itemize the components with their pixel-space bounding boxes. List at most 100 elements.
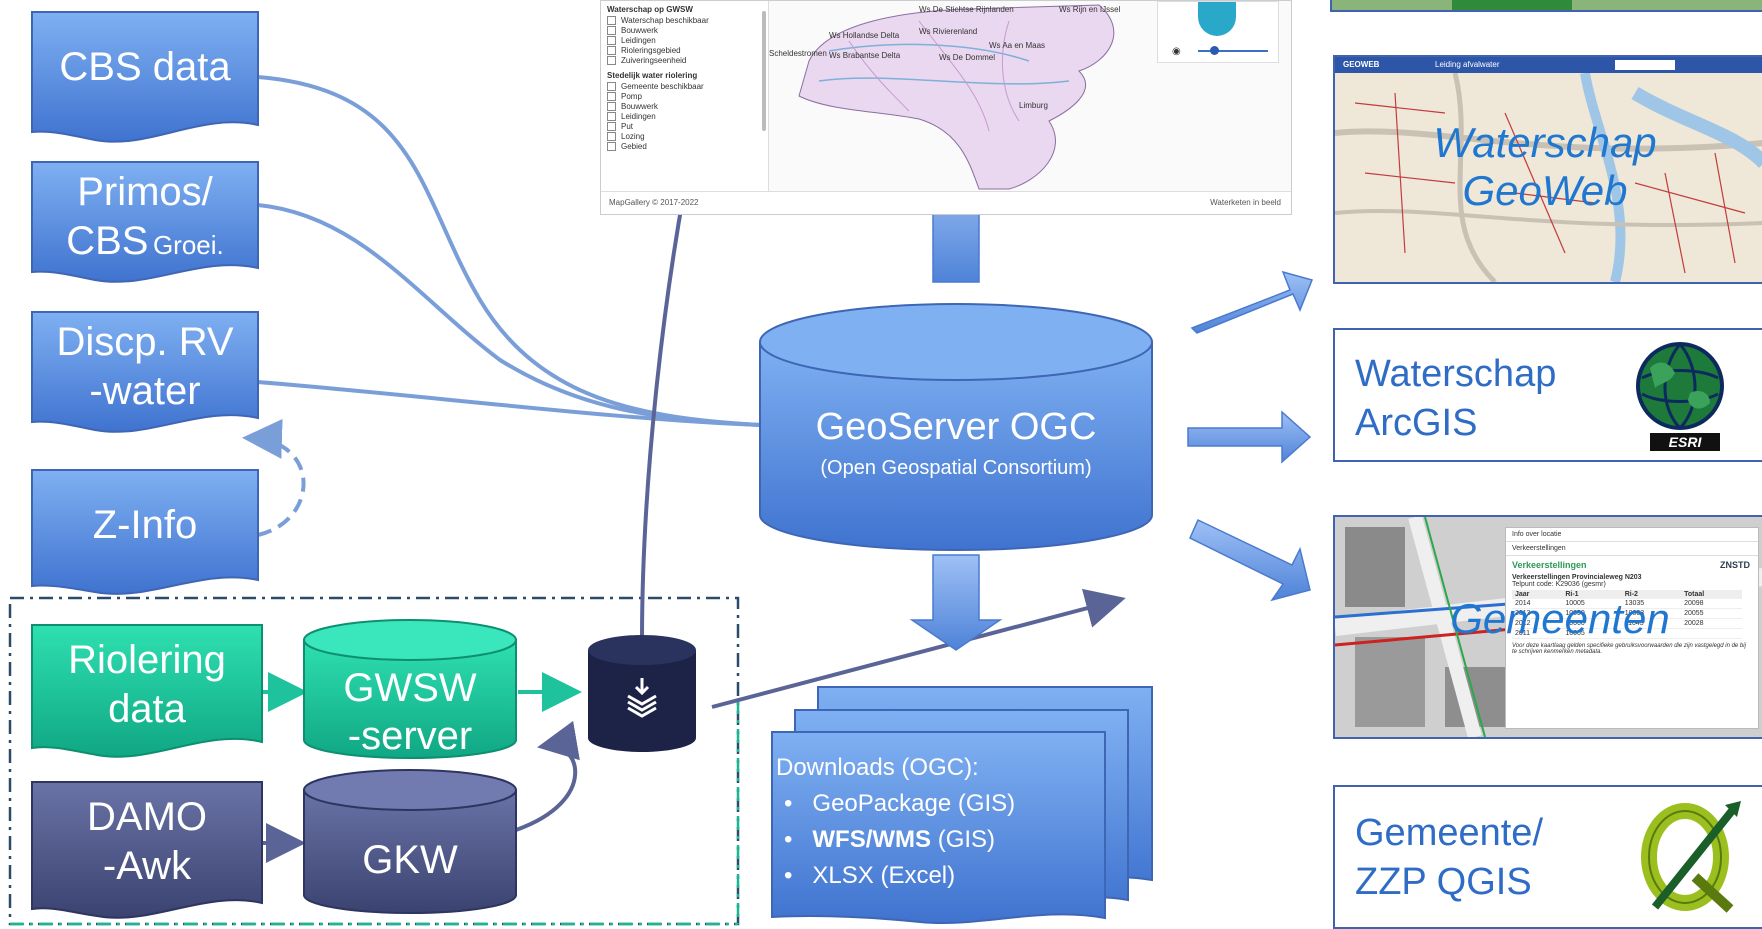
block-arrow-geoweb	[1190, 270, 1314, 334]
layer-label: Pomp	[621, 92, 642, 101]
gwsw-service-icon	[618, 672, 666, 720]
gkw-label: GKW	[362, 838, 458, 882]
table-cell: 20055	[1681, 608, 1742, 619]
mapgallery-sidebar: Waterschap op GWSW Waterschap beschikbaa…	[601, 1, 769, 191]
map-region-label: Ws Brabantse Delta	[829, 51, 901, 60]
geoweb-tab[interactable]: Leiding afvalwater	[1435, 60, 1500, 69]
layer-checkbox[interactable]	[607, 142, 616, 151]
layer-item[interactable]: Rioleringsgebied	[607, 46, 762, 55]
table-header-cell: Totaal	[1684, 591, 1705, 598]
table-cell: 2012	[1512, 618, 1563, 629]
layer-item[interactable]: Leidingen	[607, 36, 762, 45]
connector-discp	[257, 380, 761, 427]
table-cell: 2011	[1512, 628, 1563, 639]
info-note: Voor deze kaartlaag gelden specifieke ge…	[1512, 643, 1746, 655]
source-cbs-label: CBS data	[59, 44, 231, 89]
layer-checkbox[interactable]	[607, 122, 616, 131]
layer-item[interactable]: Waterschap beschikbaar	[607, 16, 762, 25]
layer-checkbox[interactable]	[607, 132, 616, 141]
doc-shape-primos	[31, 161, 259, 283]
downloads-item-geopackage: • GeoPackage (GIS)	[784, 790, 1016, 817]
sidebar-scrollbar[interactable]	[762, 11, 766, 131]
qgis-label: Gemeente/ ZZP QGIS	[1355, 809, 1543, 908]
info-telpunt: Telpunt code: K29036 (gesmr)	[1512, 581, 1606, 588]
mapgallery-screenshot: Waterschap op GWSW Waterschap beschikbaa…	[600, 0, 1292, 215]
gemeenten-label: Gemeenten	[1450, 595, 1670, 642]
layer-checkbox[interactable]	[607, 46, 616, 55]
layer-item[interactable]: Gemeente beschikbaar	[607, 82, 762, 91]
layer-item[interactable]: Pomp	[607, 92, 762, 101]
table-cell: 10005	[1562, 599, 1622, 609]
layer-checkbox[interactable]	[607, 92, 616, 101]
layer-checkbox[interactable]	[607, 36, 616, 45]
gwsw-line2: -server	[347, 714, 473, 758]
connector-zinfo	[242, 418, 306, 537]
source-discp-line2: -water	[89, 369, 201, 413]
source-riolering-line2: data	[108, 687, 186, 731]
geoweb-topbar: GEOWEB Leiding afvalwater	[1335, 57, 1762, 73]
waterketen-logo-icon	[1198, 2, 1236, 36]
layer-checkbox[interactable]	[607, 82, 616, 91]
gwsw-service-cylinder	[588, 635, 696, 752]
layer-item[interactable]: Lozing	[607, 132, 762, 141]
layer-checkbox[interactable]	[607, 16, 616, 25]
layer-item[interactable]: Gebied	[607, 142, 762, 151]
opacity-slider[interactable]	[1198, 50, 1268, 52]
layer-item[interactable]: Leidingen	[607, 112, 762, 121]
layer-item[interactable]: Put	[607, 122, 762, 131]
map-region-label: Ws De Stichtse Rijnlanden	[919, 5, 1014, 14]
table-cell: 20098	[1681, 599, 1742, 609]
layer-checkbox[interactable]	[607, 26, 616, 35]
connector-primos	[257, 203, 761, 427]
downloads-doc-front	[771, 731, 1106, 925]
layer-label: Waterschap beschikbaar	[621, 16, 709, 25]
map-region-label: Scheldestromen	[769, 49, 827, 58]
layer-item[interactable]: Bouwwerk	[607, 102, 762, 111]
info-panel-subtitle: Verkeerstellingen	[1506, 542, 1758, 556]
opacity-slider-handle[interactable]	[1210, 46, 1219, 55]
source-primos-line2: CBS Groei.	[66, 219, 224, 263]
source-cbs-data: CBS data	[32, 12, 258, 122]
layer-label: Leidingen	[621, 36, 656, 45]
downloads-item-wfs: • WFS/WMS (GIS)	[784, 826, 996, 853]
table-cell: 13035	[1621, 599, 1682, 609]
block-arrow-down	[909, 554, 1003, 651]
arcgis-line2: ArcGIS	[1355, 402, 1478, 445]
arcgis-card: Waterschap ArcGIS ESRI	[1333, 328, 1762, 462]
gkw-cylinder	[303, 769, 517, 914]
doc-shape-zinfo	[31, 469, 259, 595]
netherlands-map	[798, 4, 1115, 190]
source-discp-rv-water: Discp. RV -water	[32, 312, 258, 422]
map-region-label: Ws De Dommel	[939, 53, 996, 62]
table-header-cell: Ri-2	[1624, 591, 1638, 598]
qgis-line1: Gemeente/	[1355, 812, 1543, 854]
table-cell: 2014	[1512, 599, 1563, 609]
layer-item[interactable]: Zuiveringseenheid	[607, 56, 762, 65]
gwsw-cylinder	[303, 619, 517, 759]
source-z-info: Z-Info	[32, 470, 258, 580]
geoserver-subtitle: (Open Geospatial Consortium)	[820, 456, 1092, 479]
eye-icon[interactable]: ◉	[1172, 46, 1181, 57]
qgis-line2: ZZP QGIS	[1355, 861, 1532, 904]
info-heading-row: Verkeerstellingen ZNSTD	[1506, 556, 1758, 574]
layer-checkbox[interactable]	[607, 112, 616, 121]
geoweb-search-box[interactable]	[1615, 60, 1675, 70]
source-discp-line1: Discp. RV	[56, 320, 234, 365]
layer-item[interactable]: Bouwwerk	[607, 26, 762, 35]
geoweb-label-line1: Waterschap	[1433, 119, 1657, 166]
layer-checkbox[interactable]	[607, 56, 616, 65]
layer-checkbox[interactable]	[607, 102, 616, 111]
layer-label: Zuiveringseenheid	[621, 56, 687, 65]
znstd-brand: ZNSTD	[1720, 560, 1750, 570]
layer-label: Lozing	[621, 132, 645, 141]
source-damo-line2: -Awk	[102, 844, 192, 888]
info-panel: Info over locatie Verkeerstellingen Verk…	[1505, 527, 1759, 729]
table-cell: 2013	[1512, 608, 1563, 619]
